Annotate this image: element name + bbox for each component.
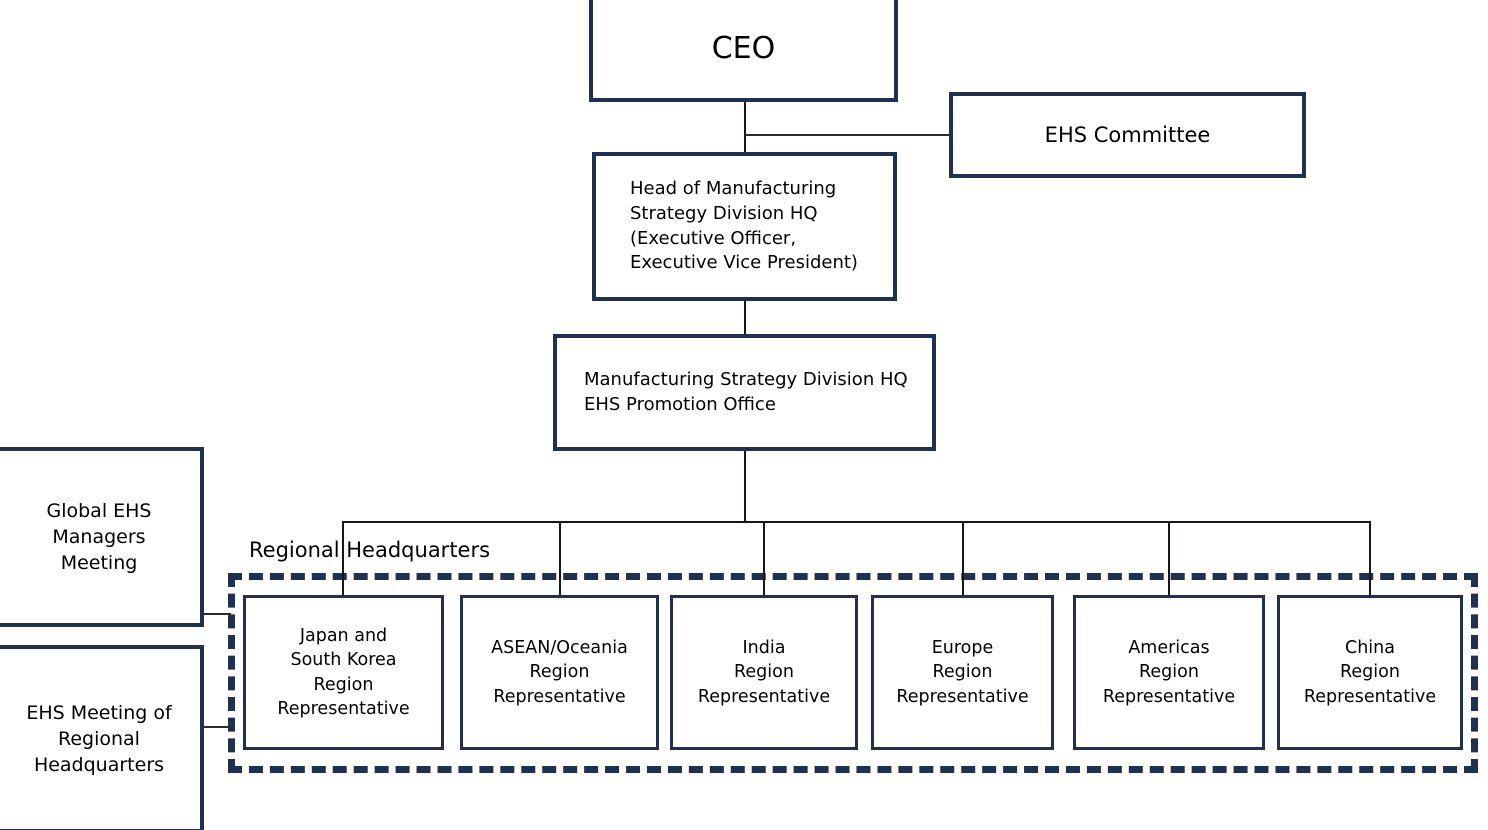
connector-drop-europe — [962, 521, 964, 596]
node-manufacturing-strategy-ehs-office[interactable]: Manufacturing Strategy Division HQ EHS P… — [553, 334, 936, 451]
node-region-representative[interactable]: ASEAN/Oceania Region Representative — [460, 595, 659, 750]
connector-regional-meeting-to-frame — [203, 726, 231, 728]
connector-head-to-office — [744, 301, 746, 335]
node-region-representative-label: Japan and South Korea Region Representat… — [277, 626, 410, 719]
node-region-representative-label: India Region Representative — [697, 638, 831, 707]
connector-office-to-regional-bus — [744, 451, 746, 522]
node-region-representative[interactable]: China Region Representative — [1277, 595, 1463, 750]
node-head-of-manufacturing-label: Head of Manufacturing Strategy Division … — [630, 177, 858, 274]
node-ceo[interactable]: CEO — [589, 0, 898, 102]
node-ehs-meeting-of-regional-headquarters[interactable]: EHS Meeting of Regional Headquarters — [0, 645, 204, 830]
node-head-of-manufacturing[interactable]: Head of Manufacturing Strategy Division … — [592, 152, 897, 301]
node-global-ehs-managers-meeting[interactable]: Global EHS Managers Meeting — [0, 447, 204, 627]
connector-global-meeting-to-frame — [203, 613, 231, 615]
node-global-ehs-managers-meeting-label: Global EHS Managers Meeting — [46, 499, 152, 575]
node-ehs-committee-label: EHS Committee — [1044, 122, 1211, 147]
connector-drop-india — [763, 521, 765, 596]
connector-drop-japan — [342, 521, 344, 596]
connector-drop-china — [1369, 521, 1371, 596]
regional-headquarters-label: Regional Headquarters — [249, 538, 491, 562]
node-region-representative[interactable]: Japan and South Korea Region Representat… — [243, 595, 444, 750]
node-manufacturing-strategy-ehs-office-label: Manufacturing Strategy Division HQ EHS P… — [584, 368, 908, 415]
node-region-representative-label: Europe Region Representative — [896, 638, 1029, 707]
node-region-representative-label: China Region Representative — [1303, 638, 1437, 707]
node-ceo-label: CEO — [711, 31, 776, 67]
node-region-representative[interactable]: India Region Representative — [670, 595, 858, 750]
connector-regional-bus — [342, 521, 1371, 523]
connector-ceo-to-head — [744, 102, 746, 153]
node-ehs-committee[interactable]: EHS Committee — [949, 92, 1306, 178]
node-region-representative[interactable]: Europe Region Representative — [871, 595, 1054, 750]
node-ehs-meeting-of-regional-headquarters-label: EHS Meeting of Regional Headquarters — [26, 701, 172, 777]
connector-ceo-to-ehs-committee — [745, 134, 950, 136]
connector-drop-asean — [559, 521, 561, 596]
node-region-representative[interactable]: Americas Region Representative — [1073, 595, 1265, 750]
node-region-representative-label: Americas Region Representative — [1102, 638, 1236, 707]
regional-headquarters-group-frame — [228, 573, 1478, 773]
connector-drop-americas — [1168, 521, 1170, 596]
node-region-representative-label: ASEAN/Oceania Region Representative — [491, 638, 628, 707]
